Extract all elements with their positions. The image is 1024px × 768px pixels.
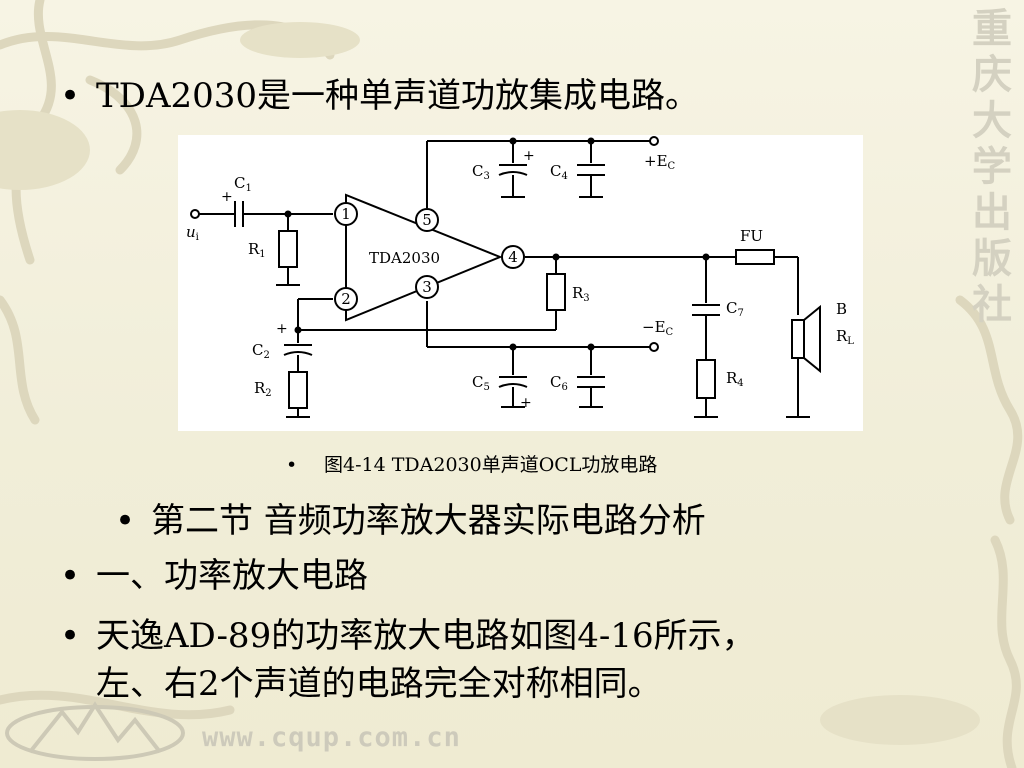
label-r4: R4 — [726, 369, 744, 389]
pin-2: 2 — [341, 290, 351, 308]
bullet-section: •第二节 音频功率放大器实际电路分析 — [115, 501, 706, 541]
pin-1: 1 — [341, 205, 351, 223]
label-c2-plus: + — [276, 321, 288, 337]
pin-3: 3 — [422, 278, 432, 296]
bullet-description-cont: 左、右2个声道的电路完全对称相同。 — [96, 660, 662, 708]
bullet-description-line2: 左、右2个声道的电路完全对称相同。 — [96, 664, 662, 704]
publisher-vertical-title: 重 庆 大 学 出 版 社 — [972, 6, 1012, 328]
figure-caption: •图4-14 TDA2030单声道OCL功放电路 — [286, 454, 658, 476]
label-c1-plus: + — [221, 189, 233, 205]
bullet-intro: •TDA2030是一种单声道功放集成电路。 — [60, 76, 700, 116]
bullet-description: •天逸AD-89的功率放大电路如图4-16所示， — [60, 616, 756, 656]
circuit-diagram: 1 2 3 4 5 TDA2030 C1 + ui R1 + C2 R2 C3 … — [178, 135, 863, 431]
label-b: B — [836, 300, 847, 318]
logo-mark — [5, 701, 185, 761]
label-c3-plus: + — [523, 148, 535, 164]
label-r3: R3 — [572, 284, 590, 304]
pin-4: 4 — [508, 248, 518, 266]
bullet-description-line1: 天逸AD-89的功率放大电路如图4-16所示， — [96, 616, 756, 656]
label-c6: C6 — [550, 373, 568, 393]
label-rl: RL — [836, 327, 854, 347]
footer-url: www.cqup.com.cn — [202, 722, 461, 753]
label-c2: C2 — [252, 341, 270, 361]
label-fu: FU — [740, 227, 763, 245]
bullet-section-text: 第二节 音频功率放大器实际电路分析 — [151, 501, 706, 541]
label-c4: C4 — [550, 162, 568, 182]
bullet-subsection-text: 一、功率放大电路 — [96, 556, 368, 596]
label-r2: R2 — [254, 379, 272, 399]
label-c5: C5 — [472, 373, 490, 393]
label-ui: ui — [186, 223, 199, 243]
pin-5: 5 — [422, 211, 432, 229]
label-r1: R1 — [248, 240, 266, 260]
label-vplus: +EC — [644, 152, 676, 172]
label-c5-plus: + — [520, 395, 532, 411]
label-vminus: −EC — [642, 318, 674, 338]
bullet-subsection: •一、功率放大电路 — [60, 556, 368, 596]
figure-caption-text: 图4-14 TDA2030单声道OCL功放电路 — [324, 454, 658, 476]
label-c3: C3 — [472, 162, 490, 182]
chip-label: TDA2030 — [369, 249, 440, 267]
label-c1: C1 — [234, 174, 252, 194]
label-c7: C7 — [726, 299, 744, 319]
bullet-intro-text: TDA2030是一种单声道功放集成电路。 — [96, 76, 700, 116]
